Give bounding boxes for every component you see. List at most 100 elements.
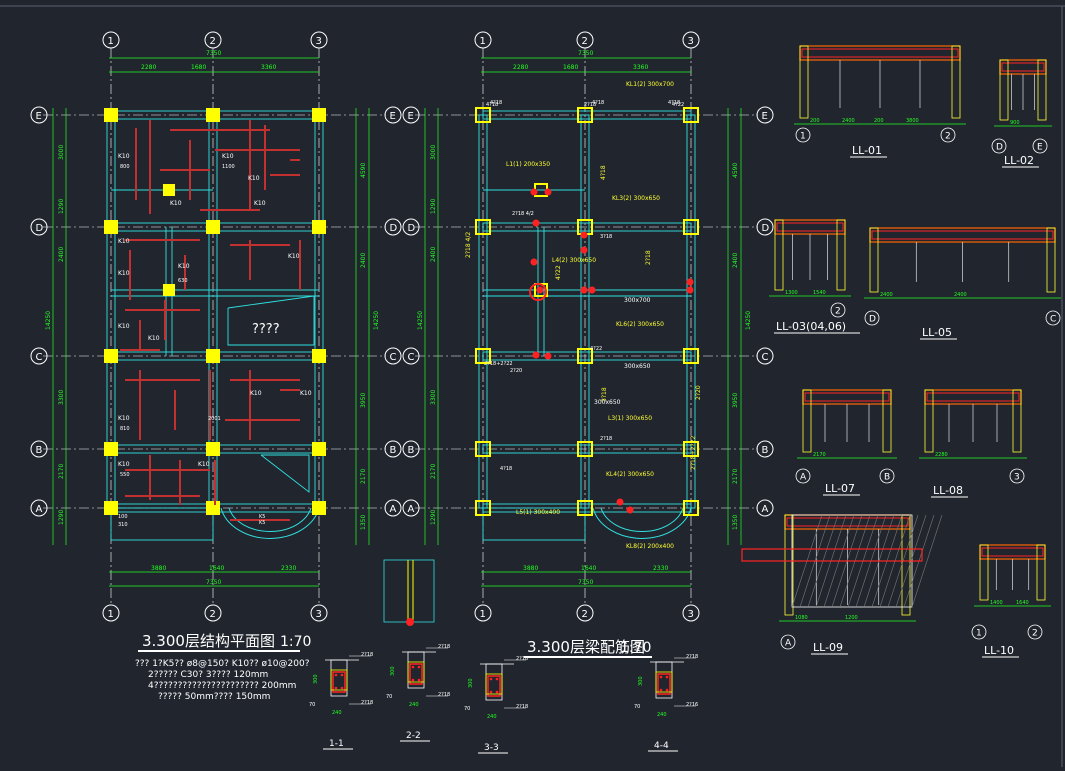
- plan2-bubble-top-2-label: 2: [582, 36, 588, 47]
- plan2-dim-left-0: 3000: [430, 145, 437, 160]
- plan2-dim-bottom-0: 3880: [523, 565, 538, 572]
- detail-ll-02-grid-label-1: E: [1037, 143, 1043, 153]
- detail-ll-03-04-06--dim-1: 1540: [813, 290, 826, 296]
- plan1-slab-label-3: K10: [170, 200, 182, 207]
- plan1-bubble-top-1-label: 1: [108, 36, 114, 47]
- section-2-2-cover-outline: [407, 661, 425, 683]
- plan2-bubble-right-B-circle: [756, 440, 774, 458]
- section-4-4-bar-0: [659, 675, 663, 679]
- detail-ll-07-grid-bubble-0: [795, 468, 811, 484]
- plan1-column-1A: [104, 501, 118, 515]
- detail-ll-01-dim-2: 200: [874, 118, 884, 124]
- plan2-bubble-bottom-1-circle: [474, 604, 492, 622]
- plan1-bubble-right-C-label: C: [390, 352, 397, 363]
- plan2-rebar-marker-11: [686, 278, 694, 286]
- plan1-misc-label-2: 630: [178, 278, 188, 284]
- plan2-beam-callout-7: L5(1) 300x400: [516, 509, 560, 516]
- detail-ll-07-wall-right: [882, 389, 892, 453]
- plan1-bubble-bottom-1-label: 1: [108, 609, 114, 620]
- plan2-beam-callout-4: KL6(2) 300x650: [616, 321, 664, 328]
- plan2-dim-bottom-2: 2330: [653, 565, 668, 572]
- section-2-2-title: 2-2: [406, 731, 421, 741]
- detail-ll-09-beam-extend: [741, 548, 923, 562]
- plan1-column-2C: [206, 349, 220, 363]
- section-2-2-bar-2: [411, 678, 415, 682]
- plan2-rebar-marker-8: [580, 286, 588, 294]
- detail-ll-08-beam-band-inner: [926, 392, 1020, 402]
- plan1-misc-label-0: 800: [120, 164, 130, 170]
- section-3-3-bar-3: [495, 690, 499, 694]
- detail-ll-03-04-06--dim-0: 1300: [785, 290, 798, 296]
- plan1-column-1B: [104, 442, 118, 456]
- plan2-bubble-left-B-label: B: [408, 445, 415, 456]
- detail-ll-01-dim-1: 2400: [842, 118, 855, 124]
- section-4-4-title: 4-4: [654, 741, 669, 751]
- plan2-bubble-bottom-2-circle: [576, 604, 594, 622]
- beam-sections: 2?182?18240300701-12?182?18240300702-22?…: [309, 559, 698, 754]
- plan2-rebar-label-0: 4?18: [486, 102, 498, 108]
- section-3-3-bar-0: [489, 677, 493, 681]
- plan1-bubble-top-2-label: 2: [210, 36, 216, 47]
- plan1-misc-label-4: 550: [120, 472, 130, 478]
- plan2-top-bar-label-0: 4?18: [490, 100, 502, 106]
- detail-ll-09-grid-label-0: A: [785, 639, 792, 649]
- plan1-bubble-bottom-1-circle: [102, 604, 120, 622]
- plan1-scale: 1:70: [280, 634, 311, 650]
- plan1-dim-right-1: 2400: [360, 253, 367, 268]
- plan1-dim-left-5: 1290: [58, 510, 65, 525]
- plan2-beam-callout-3: L4(2) 300x650: [552, 257, 596, 264]
- detail-ll-01-dim-3: 3800: [906, 118, 919, 124]
- plan1-bubble-bottom-2-circle: [204, 604, 222, 622]
- plan1-dim-right-4: 1350: [360, 515, 367, 530]
- section-2-2-depth-dim: 300: [390, 666, 396, 676]
- section-2-2-bar-0: [411, 665, 415, 669]
- section-4-4-top-label: 2?18: [686, 654, 698, 660]
- plan2-rebar-label-6: 2?20: [510, 368, 522, 374]
- plan2-vertical-label-1: 2?18: [645, 250, 652, 265]
- detail-ll-03-04-06--grid-label-0: 2: [835, 307, 841, 317]
- plan1-slab-label-9: K10: [118, 323, 130, 330]
- detail-ll-02-grid-label-0: D: [996, 143, 1003, 153]
- plan1-bubble-right-E-label: E: [390, 111, 396, 122]
- plan1-slab-label-1: K10: [222, 153, 234, 160]
- detail-ll-10-grid-label-0: 2: [1032, 629, 1038, 639]
- plan1-bubble-bottom-3-label: 3: [316, 609, 322, 620]
- plan1-stair-outline: [227, 295, 315, 346]
- plan2-rebar-marker-1: [544, 188, 552, 196]
- plan1-bubble-bottom-3-circle: [310, 604, 328, 622]
- detail-ll-10-grid-bubble-1: [971, 624, 987, 640]
- detail-ll-02-dim-0: 900: [1010, 120, 1020, 126]
- section-4-4-cover-dim: 70: [634, 704, 640, 710]
- plan2-arc-inner: [600, 507, 684, 532]
- plan1-slab-label-12: K10: [250, 390, 262, 397]
- section-3-3-bar-2: [489, 690, 493, 694]
- section-1-1-depth-dim: 300: [313, 674, 319, 684]
- plan2-dim-right-4: 1350: [732, 515, 739, 530]
- plan2-bubble-right-E-circle: [756, 106, 774, 124]
- plan2-beam-callout-6: KL4(2) 300x650: [606, 471, 654, 478]
- detail-ll-09-title: LL-09: [813, 641, 843, 654]
- plan2-beam-row-C: [482, 351, 692, 361]
- plan2-beam-callout-2: KL3(2) 300x650: [612, 195, 660, 202]
- detail-ll-08-title: LL-08: [933, 484, 963, 497]
- plan1-slab-label-4: K10: [254, 200, 266, 207]
- plan2-vertical-label-6: 2?20: [695, 385, 702, 400]
- plan2-beam-callout-8: KL8(2) 200x400: [626, 543, 674, 550]
- detail-ll-05-wall-right: [1046, 227, 1056, 293]
- plan1-bubble-right-B-label: B: [390, 445, 397, 456]
- detail-ll-08-dim-0: 2280: [935, 452, 948, 458]
- plan2-beam-size-2: 300x650: [594, 399, 621, 406]
- plan1-slab-label-13: K10: [300, 390, 312, 397]
- detail-ll-07-grid-bubble-1: [879, 468, 895, 484]
- plan1-bubble-left-A-circle: [30, 499, 48, 517]
- plan1-dim-left-4: 2170: [58, 464, 65, 479]
- detail-ll-07-title: LL-07: [825, 482, 855, 495]
- section-1-1-bar-2: [334, 686, 338, 690]
- section-3-3-bottom-label: 2?18: [516, 704, 528, 710]
- section-2-2-stirrup: [409, 663, 423, 685]
